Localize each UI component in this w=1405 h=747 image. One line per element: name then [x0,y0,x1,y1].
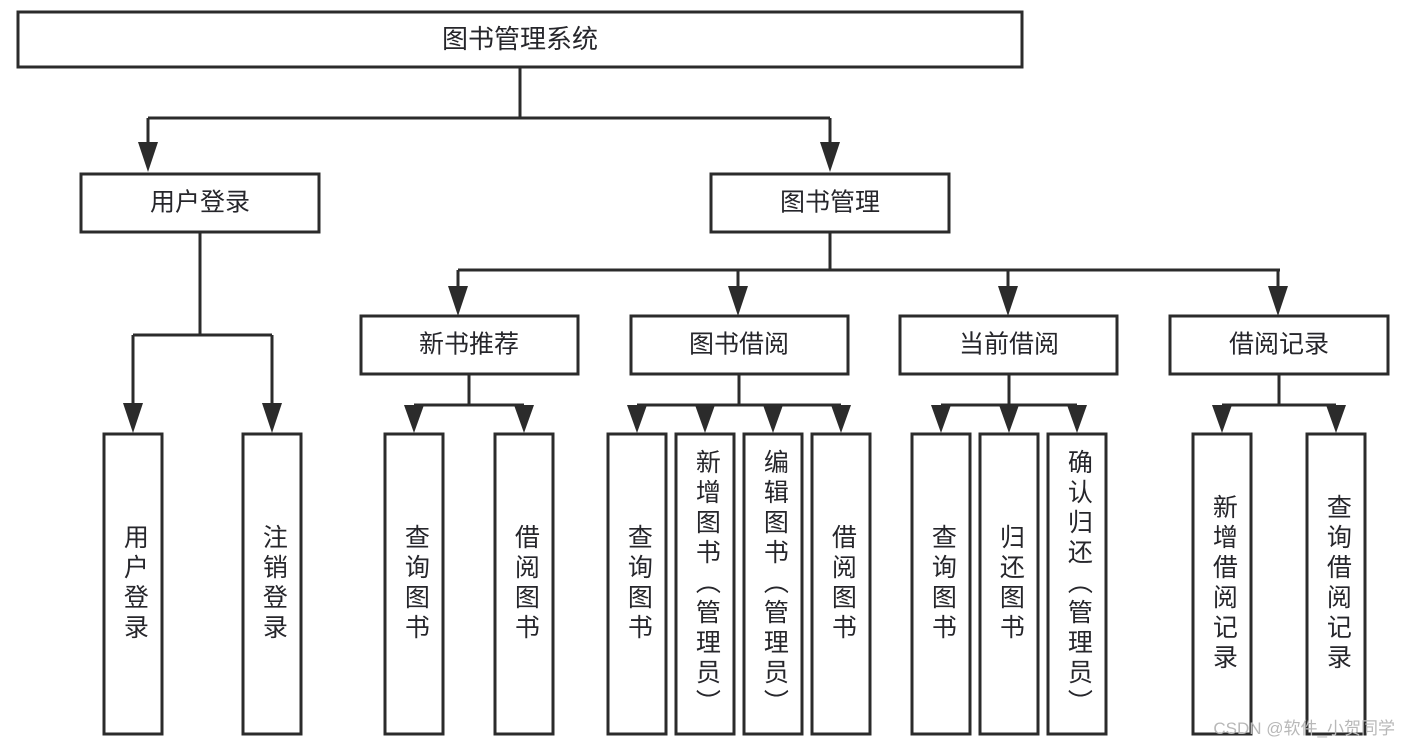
arrow-to-leaf-add-record [1212,405,1232,433]
leaf-box[interactable] [978,432,1040,736]
book-borrow-label: 图书借阅 [689,331,789,359]
leaf-label: 查询图书 [928,524,957,644]
arrow-to-book-borrow [728,286,748,316]
arrow-to-leaf-user-login [123,403,143,433]
leaf-query-book-2[interactable]: 查询图书 [606,432,668,736]
arrow-to-leaf-borrow-book-2 [831,405,851,433]
leaf-user-login[interactable]: 用户登录 [102,432,164,736]
leaf-label: 借阅图书 [828,524,857,644]
leaf-label: 查询图书 [624,524,653,644]
leaf-query-book-3[interactable]: 查询图书 [910,432,972,736]
leaf-box[interactable] [810,432,872,736]
leaf-label: 编辑图书（管理员） [760,449,789,719]
root-box[interactable] [16,10,1024,69]
leaf-label: 用户登录 [120,524,149,644]
leaf-return-book[interactable]: 归还图书 [978,432,1040,736]
arrow-to-user-login [138,142,158,172]
arrow-to-leaf-borrow-book-1 [514,405,534,433]
book-management-label: 图书管理 [780,189,880,217]
arrow-to-leaf-query-record [1326,405,1346,433]
leaf-query-book-1[interactable]: 查询图书 [383,432,445,736]
node-root[interactable]: 图书管理系统 [16,10,1024,69]
node-user-login[interactable]: 用户登录 [79,172,321,234]
node-book-borrow[interactable]: 图书借阅 [629,314,850,376]
leaf-label: 借阅图书 [511,524,540,644]
leaf-box[interactable] [910,432,972,736]
leaf-box[interactable] [742,432,804,736]
leaf-box[interactable] [241,432,303,736]
leaf-label: 确认归还（管理员） [1064,449,1093,719]
node-book-management[interactable]: 图书管理 [709,172,951,234]
arrow-to-leaf-query-book-2 [627,405,647,433]
new-book-recommend-label: 新书推荐 [419,331,519,359]
root-label: 图书管理系统 [442,24,598,54]
leaf-query-record[interactable]: 查询借阅记录 [1305,432,1367,736]
arrow-to-new-book-recommend [448,286,468,316]
leaf-label: 查询借阅记录 [1323,494,1352,674]
leaf-box[interactable] [102,432,164,736]
leaf-confirm-return[interactable]: 确认归还（管理员） [1046,432,1108,736]
leaf-box[interactable] [383,432,445,736]
leaf-label: 归还图书 [996,524,1025,644]
leaf-label: 查询图书 [401,524,430,644]
arrow-to-leaf-query-book-1 [404,405,424,433]
borrow-record-box[interactable] [1168,314,1390,376]
arrow-to-leaf-confirm-return [1067,405,1087,433]
arrow-to-book-management [820,142,840,172]
borrow-record-label: 借阅记录 [1229,331,1329,359]
node-new-book-recommend[interactable]: 新书推荐 [359,314,580,376]
leaf-box[interactable] [1191,432,1253,736]
arrow-to-leaf-return-book [999,405,1019,433]
leaf-box[interactable] [674,432,736,736]
arrow-to-leaf-add-book [695,405,715,433]
leaf-box[interactable] [493,432,555,736]
arrow-to-borrow-record [1268,286,1288,316]
user-login-box[interactable] [79,172,321,234]
leaf-add-book[interactable]: 新增图书（管理员） [674,432,736,736]
node-borrow-record[interactable]: 借阅记录 [1168,314,1390,376]
leaf-box[interactable] [1046,432,1108,736]
leaf-add-record[interactable]: 新增借阅记录 [1191,432,1253,736]
leaf-label: 新增图书（管理员） [692,449,721,719]
current-borrow-box[interactable] [898,314,1119,376]
leaf-box[interactable] [1305,432,1367,736]
leaf-borrow-book-1[interactable]: 借阅图书 [493,432,555,736]
leaf-label: 注销登录 [259,524,288,644]
leaf-edit-book[interactable]: 编辑图书（管理员） [742,432,804,736]
leaf-borrow-book-2[interactable]: 借阅图书 [810,432,872,736]
arrow-to-leaf-edit-book [763,405,783,433]
leaf-logout-login[interactable]: 注销登录 [241,432,303,736]
leaf-box[interactable] [606,432,668,736]
csdn-watermark: CSDN @软件_小贺同学 [1213,719,1395,738]
new-book-recommend-box[interactable] [359,314,580,376]
node-current-borrow[interactable]: 当前借阅 [898,314,1119,376]
leaf-label: 新增借阅记录 [1209,494,1238,674]
current-borrow-label: 当前借阅 [959,331,1059,359]
arrow-to-leaf-query-book-3 [931,405,951,433]
book-borrow-box[interactable] [629,314,850,376]
user-login-label: 用户登录 [150,189,250,217]
arrow-to-leaf-logout-login [262,403,282,433]
arrow-to-current-borrow [998,286,1018,316]
book-management-box[interactable] [709,172,951,234]
connector-layer [123,67,1346,433]
